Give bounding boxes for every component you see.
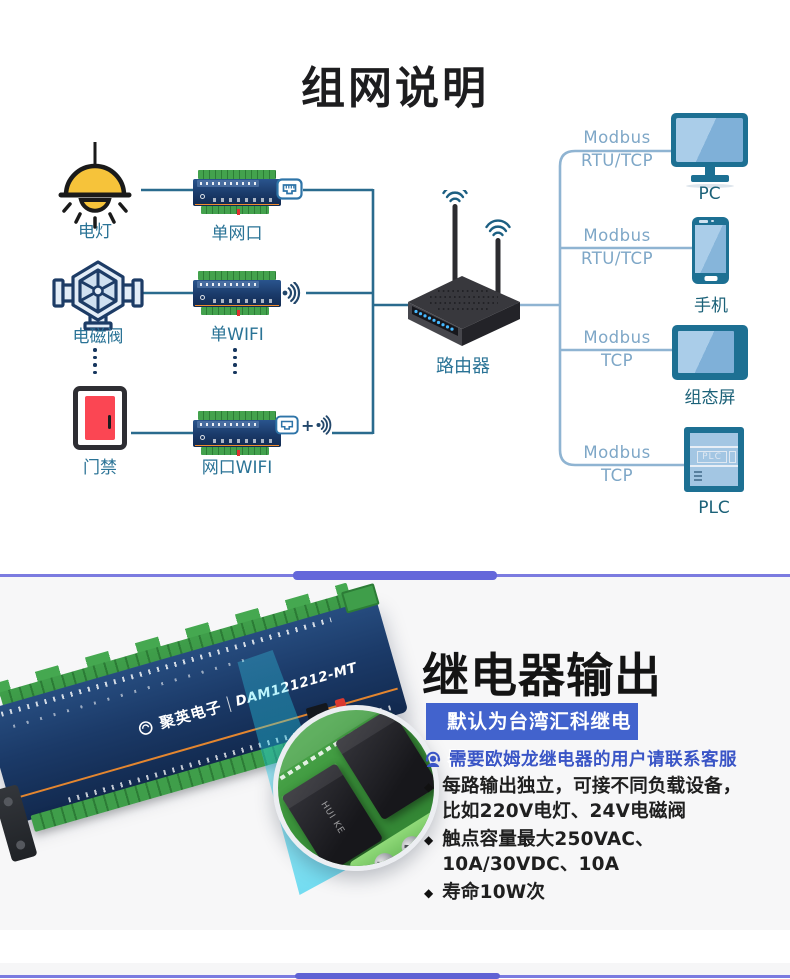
juying-logo-icon — [138, 721, 153, 735]
phone-icon — [692, 217, 729, 284]
client-label: PLC — [698, 498, 730, 518]
relay-badge: 默认为台湾汇科继电器 — [426, 703, 638, 770]
feature-text: 触点容量最大250VAC、10A/30VDC、10A — [442, 829, 654, 875]
field-device-label: 电磁阀 — [72, 327, 124, 347]
branch-protocol: Modbus TCP — [573, 444, 661, 485]
diamond-bullet-icon: ◆ — [424, 886, 434, 900]
plc-icon: PLC — [684, 427, 744, 492]
client-label: PC — [698, 184, 721, 204]
module-label: 网口WIFI — [201, 458, 273, 478]
protocol-type: TCP — [600, 466, 634, 485]
router-label: 路由器 — [436, 356, 490, 377]
field-device-label: 门禁 — [83, 458, 117, 478]
hmi-screen-icon — [672, 325, 748, 380]
branch-protocol: Modbus TCP — [573, 329, 661, 370]
door-access-icon — [73, 386, 127, 450]
footer-divider-accent — [295, 973, 500, 979]
feature-item: ◆ 触点容量最大250VAC、10A/30VDC、10A — [424, 827, 784, 877]
ethernet-port-icon — [276, 177, 303, 201]
io-module-image — [193, 411, 281, 456]
protocol-type: RTU/TCP — [580, 151, 654, 170]
relay-closeup-circle: HUI KE — [273, 705, 439, 871]
network-section-title: 组网说明 — [301, 63, 489, 114]
client-label: 手机 — [694, 296, 728, 316]
module-label: 单网口 — [211, 224, 263, 244]
section-divider-accent — [293, 571, 497, 580]
device-body: 聚英电子 DAM121212-MT — [0, 598, 409, 824]
ethernet-port-icon — [275, 415, 299, 435]
feature-text: 比如220V电灯、24V电磁阀 — [442, 801, 687, 822]
ethernet-plus-wifi-icons: + — [275, 414, 338, 436]
feature-list: ◆ 每路输出独立，可接不同负载设备， 比如220V电灯、24V电磁阀 ◆ 触点容… — [424, 774, 784, 908]
device-logo: 聚英电子 DAM121212-MT — [135, 657, 360, 740]
protocol-name: Modbus — [583, 328, 651, 347]
io-module-image — [193, 271, 281, 316]
wifi-icon — [282, 282, 308, 304]
feature-text: 每路输出独立，可接不同负载设备， — [442, 776, 742, 797]
diamond-bullet-icon: ◆ — [424, 833, 434, 847]
module-label: 单WIFI — [210, 325, 264, 345]
ellipsis-dots — [93, 348, 97, 374]
protocol-type: TCP — [600, 351, 634, 370]
relay-section-title: 继电器输出 — [422, 649, 662, 704]
plus-sign: + — [301, 415, 315, 435]
wifi-icon — [316, 415, 332, 435]
protocol-name: Modbus — [583, 226, 651, 245]
field-device-label: 电灯 — [78, 222, 112, 242]
dam-module-photo: 聚英电子 DAM121212-MT — [0, 582, 409, 863]
relay-brand-text: HUI KE — [318, 799, 347, 837]
pc-icon — [671, 113, 748, 188]
branch-protocol: Modbus RTU/TCP — [573, 227, 661, 268]
footer-strip — [0, 963, 790, 975]
lamp-icon — [52, 140, 138, 232]
router-icon — [398, 185, 528, 348]
diamond-bullet-icon: ◆ — [424, 780, 434, 794]
protocol-type: RTU/TCP — [580, 249, 654, 268]
service-note-text: 需要欧姆龙继电器的用户请联系客服 — [449, 750, 737, 770]
door-handle — [108, 415, 111, 429]
ellipsis-dots — [233, 348, 237, 374]
brand-name: 聚英电子 — [157, 697, 225, 733]
protocol-name: Modbus — [583, 128, 651, 147]
solenoid-valve-icon — [52, 256, 144, 332]
client-label: 组态屏 — [684, 388, 736, 408]
plc-screen-text: PLC — [697, 451, 727, 463]
branch-protocol: Modbus RTU/TCP — [573, 129, 661, 170]
customer-service-icon — [425, 751, 441, 767]
connector-lines — [131, 149, 692, 467]
io-module-image — [193, 170, 281, 215]
feature-item: ◆ 每路输出独立，可接不同负载设备， 比如220V电灯、24V电磁阀 — [424, 774, 784, 824]
protocol-name: Modbus — [583, 443, 651, 462]
feature-item: ◆ 寿命10W次 — [424, 880, 784, 905]
feature-text: 寿命10W次 — [442, 882, 546, 903]
service-note: 需要欧姆龙继电器的用户请联系客服 — [424, 746, 737, 771]
